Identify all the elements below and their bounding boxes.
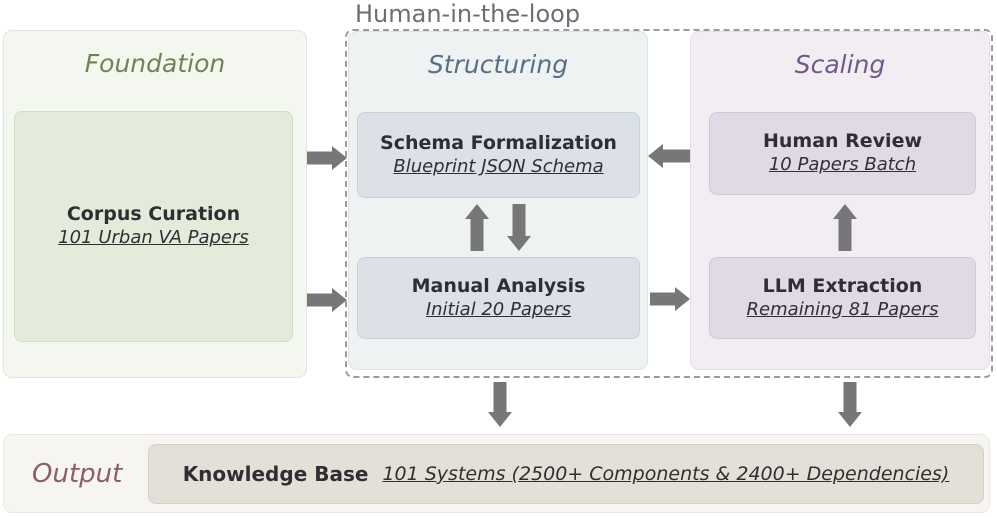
step-title-corpus-curation: Corpus Curation [66,203,241,226]
human-in-the-loop-group [345,29,993,378]
arrow-up-icon [464,204,490,251]
output-title-knowledge-base: Knowledge Base [182,462,369,486]
step-title-manual-analysis: Manual Analysis [411,274,586,297]
step-title-schema-formalization: Schema Formalization [380,131,617,154]
step-subtitle-manual-analysis: Initial 20 Papers [425,298,572,320]
step-card-corpus-curation[interactable]: Corpus Curation 101 Urban VA Papers [14,111,293,342]
step-subtitle-human-review: 10 Papers Batch [768,154,917,176]
output-card-knowledge-base[interactable]: Knowledge Base 101 Systems (2500+ Compon… [148,444,984,504]
step-subtitle-llm-extraction: Remaining 81 Papers [746,298,939,320]
arrow-down-icon [837,382,863,427]
arrow-left-icon [648,144,690,168]
stage-title-structuring: Structuring [427,50,569,79]
step-card-manual-analysis[interactable]: Manual Analysis Initial 20 Papers [357,257,640,339]
step-title-llm-extraction: LLM Extraction [762,274,923,297]
step-card-human-review[interactable]: Human Review 10 Papers Batch [709,112,976,195]
arrow-right-icon [307,288,347,312]
arrow-down-icon [487,382,513,427]
step-title-human-review: Human Review [762,130,923,153]
output-subtitle-knowledge-base: 101 Systems (2500+ Components & 2400+ De… [382,463,950,485]
step-subtitle-schema-formalization: Blueprint JSON Schema [393,155,604,177]
step-card-llm-extraction[interactable]: LLM Extraction Remaining 81 Papers [709,257,976,339]
step-card-schema-formalization[interactable]: Schema Formalization Blueprint JSON Sche… [357,112,640,198]
arrow-right-icon [307,146,347,170]
stage-title-scaling: Scaling [794,50,886,79]
stage-title-foundation: Foundation [84,49,226,78]
arrow-right-icon [650,287,690,311]
step-subtitle-corpus-curation: 101 Urban VA Papers [58,227,249,249]
output-label: Output [32,458,123,489]
human-in-the-loop-label: Human-in-the-loop [355,0,581,28]
arrow-up-icon [832,204,858,251]
arrow-down-icon [506,204,532,251]
